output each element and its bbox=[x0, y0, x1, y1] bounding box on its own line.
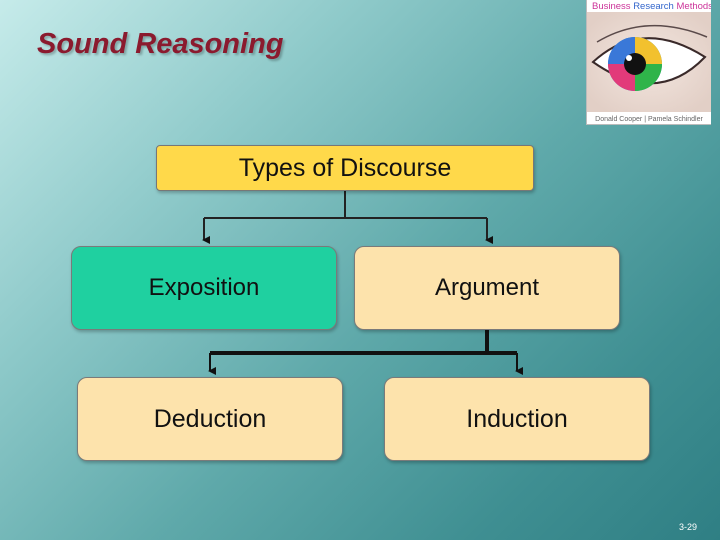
deduction-node: Deduction bbox=[77, 377, 343, 461]
argument-to-level2-connector bbox=[210, 330, 517, 371]
exposition-node: Exposition bbox=[71, 246, 337, 330]
root-to-level1-connector bbox=[204, 191, 487, 240]
induction-node: Induction bbox=[384, 377, 650, 461]
argument-node: Argument bbox=[354, 246, 620, 330]
types-of-discourse-node: Types of Discourse bbox=[156, 145, 534, 191]
slide-number: 3-29 bbox=[679, 522, 697, 532]
